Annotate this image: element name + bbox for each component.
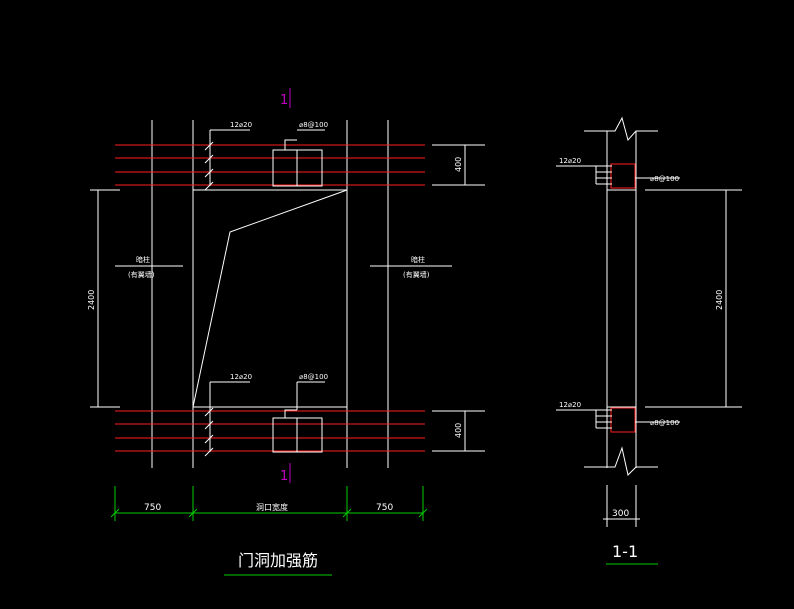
- right-column-sub: (有翼墙): [403, 270, 430, 279]
- section-mark-top: 1: [280, 88, 291, 108]
- right-column-label: 暗柱: [411, 255, 425, 264]
- top-stirrup-label: ⌀8@100: [299, 121, 328, 129]
- bottom-bar-leader: 12⌀20 ⌀8@100: [204, 373, 328, 457]
- opening-height-label: 2400: [87, 290, 96, 310]
- dim-middle-label: 洞口宽度: [256, 502, 288, 512]
- section-top-beam: 12⌀20 ⌀8@100: [556, 157, 680, 189]
- top-bar-label: 12⌀20: [230, 121, 252, 129]
- bottom-bar-label: 12⌀20: [230, 373, 252, 381]
- section-mark-bottom: 1: [280, 463, 291, 484]
- door-opening: [192, 189, 348, 408]
- bottom-beam-depth-label: 400: [454, 423, 463, 438]
- dim-right-label: 750: [376, 503, 393, 513]
- section-title: 1-1: [612, 542, 638, 561]
- top-stirrups: [272, 129, 325, 187]
- section-height-dimension: 2400: [645, 189, 742, 408]
- left-column-sub: (有翼墙): [128, 270, 155, 279]
- section-1-1: 12⌀20 ⌀8@100 12⌀20 ⌀8@100 2400: [556, 116, 742, 565]
- section-title-group: 1-1: [606, 542, 658, 565]
- top-beam-depth-dimension: 400: [432, 144, 485, 186]
- drawing-title: 门洞加强筋: [238, 551, 318, 570]
- top-beam-depth-label: 400: [454, 157, 463, 172]
- bottom-beam-depth-dimension: 400: [432, 410, 485, 452]
- dim-left-label: 750: [144, 503, 161, 513]
- column-lines: [151, 120, 389, 468]
- section-mark-top-label: 1: [280, 93, 288, 108]
- bottom-stirrups: [272, 381, 325, 453]
- bottom-stirrup-label: ⌀8@100: [299, 373, 328, 381]
- main-title: 门洞加强筋: [224, 551, 332, 576]
- section-bottom-stirrup-label: ⌀8@100: [650, 419, 679, 427]
- top-rebar-group: [115, 144, 425, 186]
- section-mark-bottom-label: 1: [280, 469, 288, 484]
- section-bottom-bar-label: 12⌀20: [559, 401, 581, 409]
- bottom-rebar-group: [115, 410, 425, 452]
- section-bottom-beam: 12⌀20 ⌀8@100: [556, 401, 680, 433]
- section-wall: [584, 116, 658, 476]
- section-height-label: 2400: [715, 290, 724, 310]
- right-column-note: 暗柱 (有翼墙): [370, 255, 452, 279]
- section-top-bar-label: 12⌀20: [559, 157, 581, 165]
- section-top-stirrup-label: ⌀8@100: [650, 175, 679, 183]
- wall-thickness-dimension: 300: [603, 485, 640, 527]
- left-column-note: 暗柱 (有翼墙): [115, 255, 183, 279]
- main-elevation: 1 1: [87, 88, 485, 576]
- opening-height-dimension: 2400: [87, 189, 120, 408]
- width-dimension-chain: 750 洞口宽度 750: [110, 486, 428, 521]
- left-column-label: 暗柱: [136, 255, 150, 264]
- top-bar-leader: 12⌀20 ⌀8@100: [204, 121, 328, 191]
- wall-thickness-label: 300: [612, 509, 629, 519]
